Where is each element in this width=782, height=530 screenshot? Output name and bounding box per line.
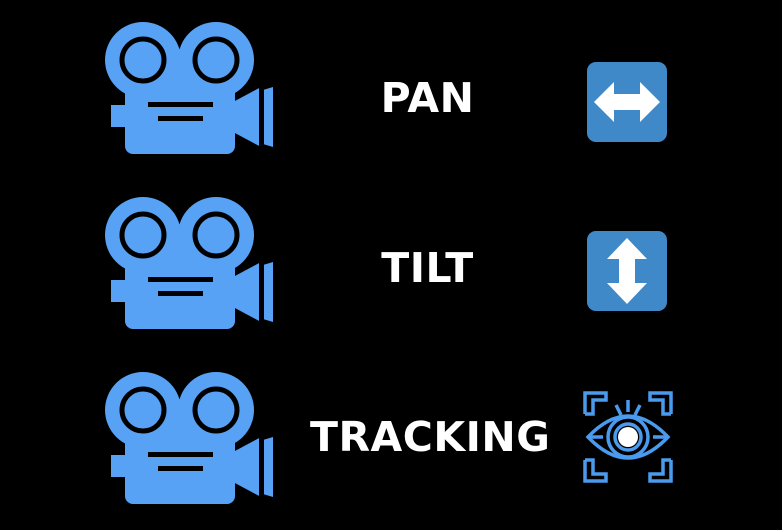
eye-scan-icon <box>583 390 673 484</box>
up-down-arrow-icon <box>587 231 667 311</box>
movie-camera-icon <box>103 20 273 155</box>
label-tilt: TILT <box>381 244 474 292</box>
movie-camera-icon <box>103 195 273 330</box>
label-pan: PAN <box>380 74 475 122</box>
label-tracking: TRACKING <box>310 413 551 461</box>
movie-camera-icon <box>103 370 273 505</box>
left-right-arrow-icon <box>587 62 667 142</box>
